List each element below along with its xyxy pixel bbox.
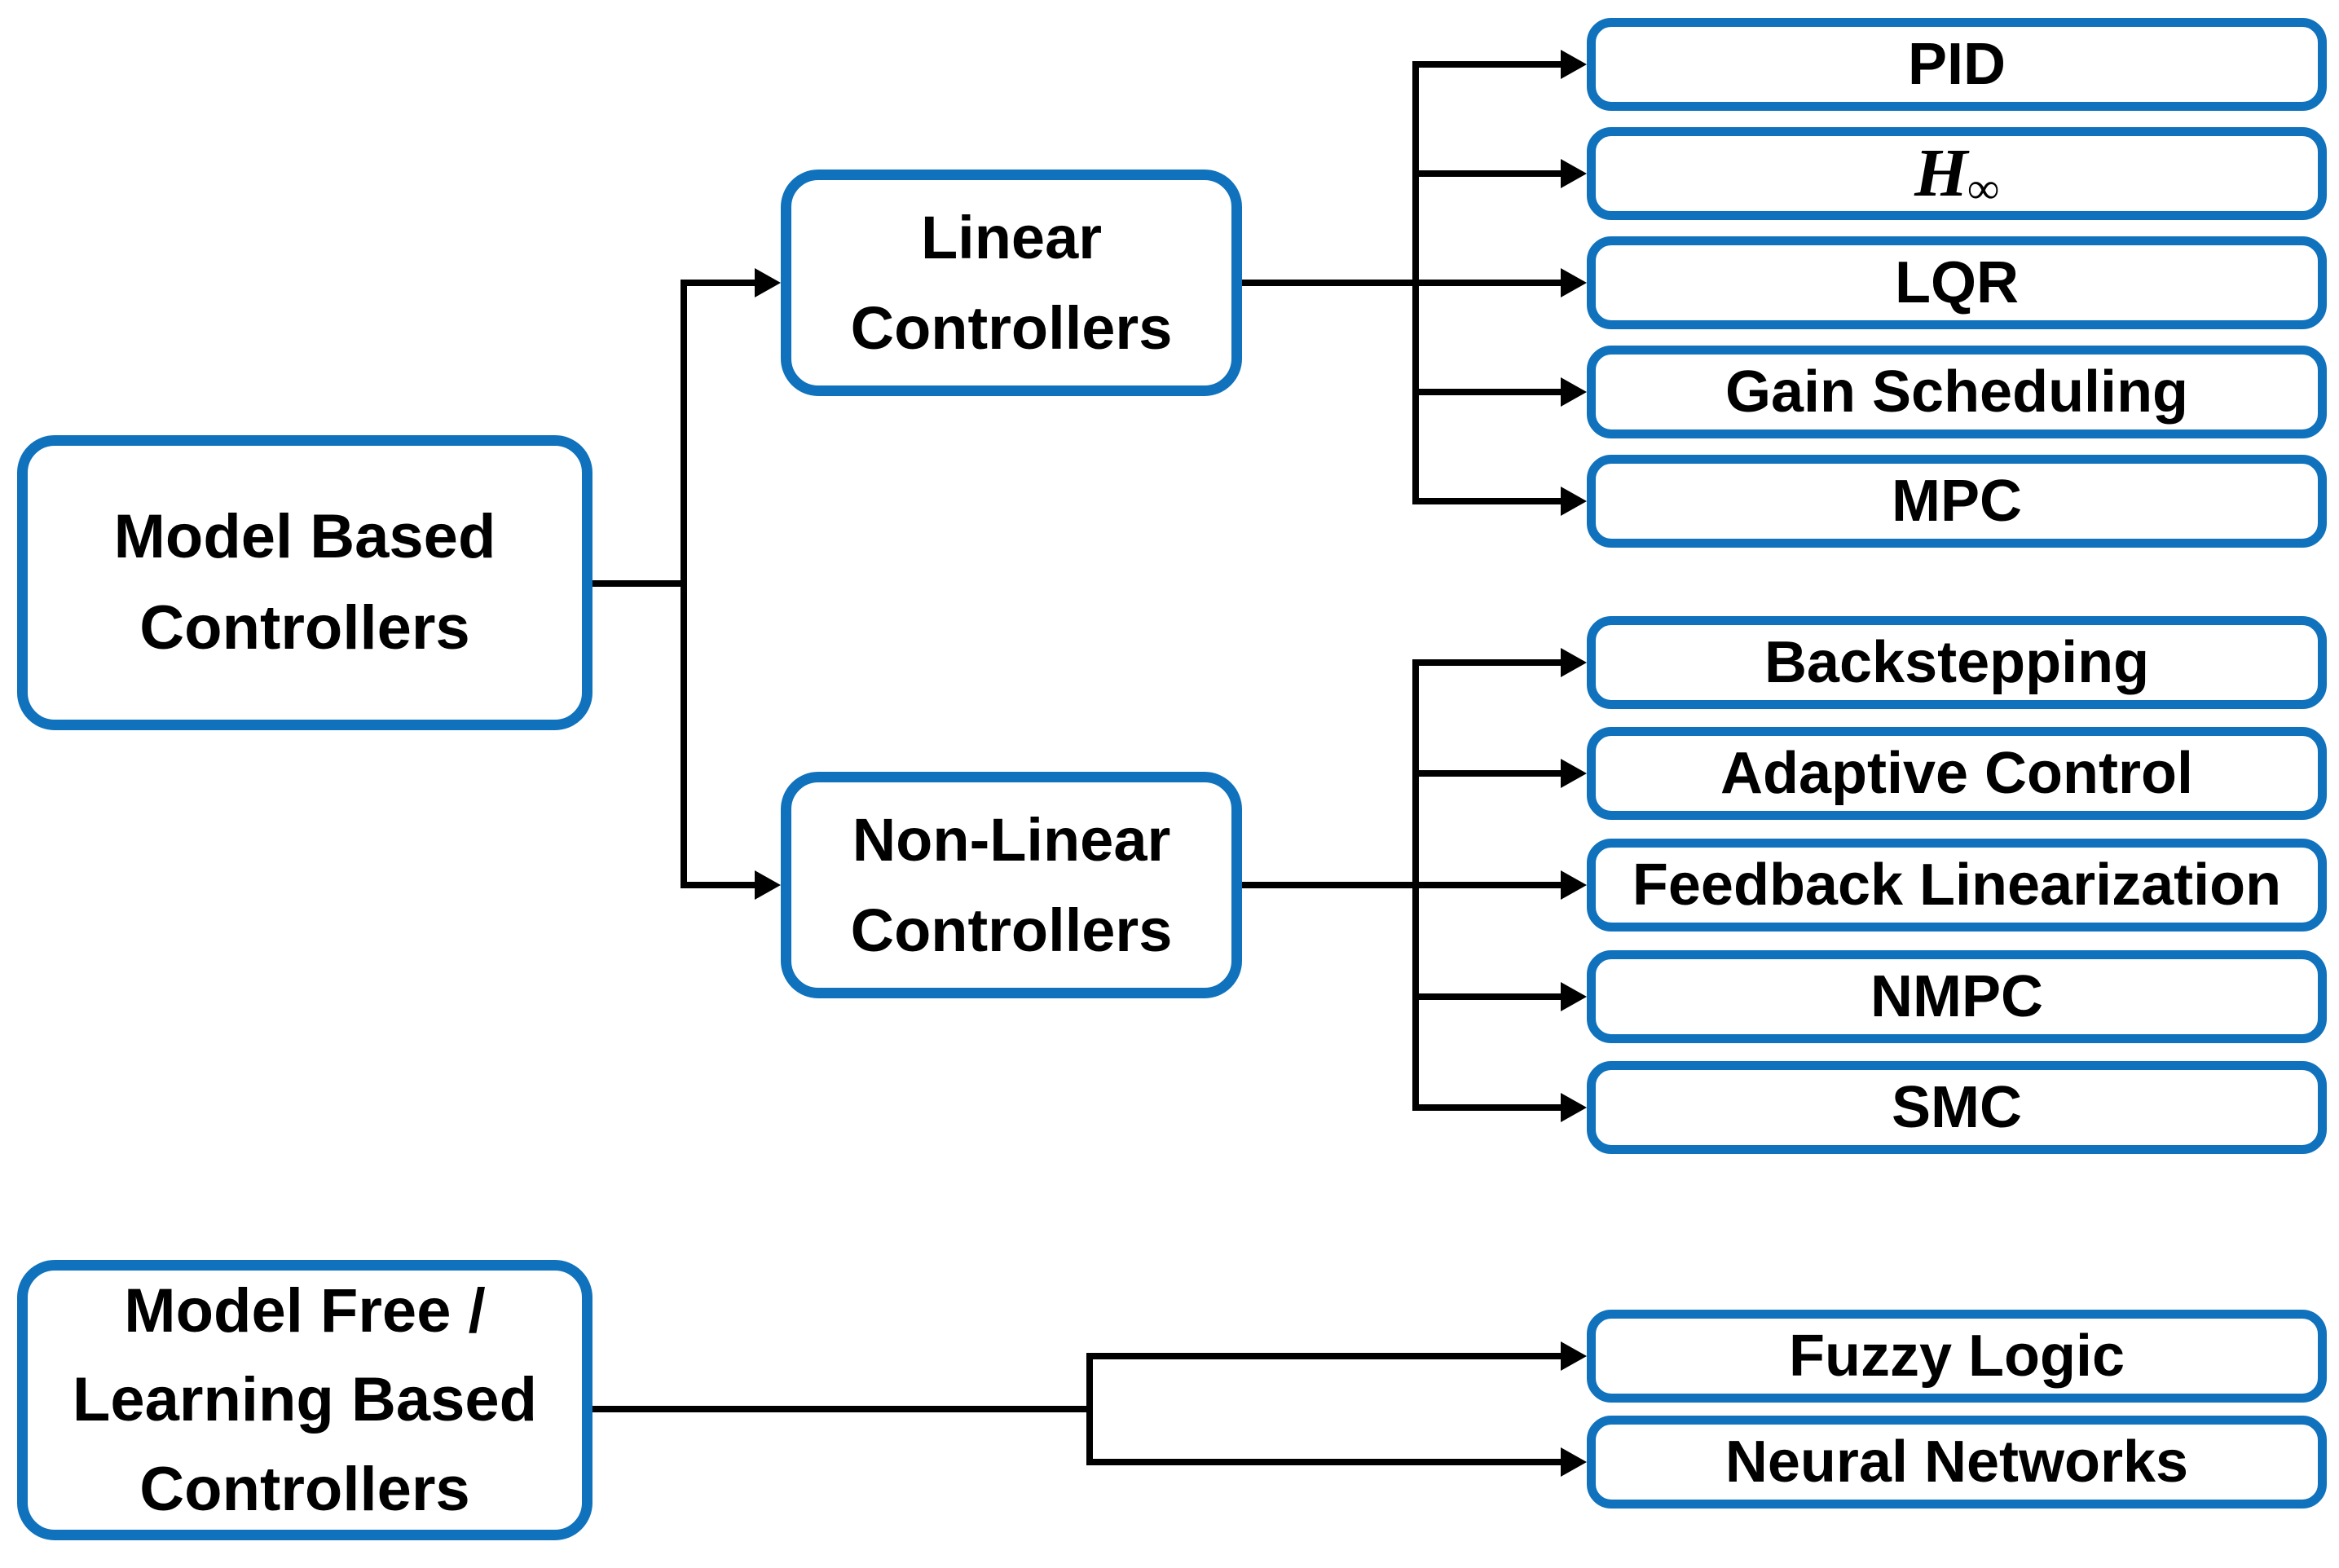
node-label: Fuzzy Logic <box>1789 1324 2125 1389</box>
node-adaptive-control: Adaptive Control <box>1587 727 2327 820</box>
arrowhead-into-lqr-icon <box>1561 268 1587 297</box>
arrowhead-into-fuzzy-logic-icon <box>1561 1341 1587 1371</box>
connector-to-nmpc <box>1416 993 1561 1000</box>
arrowhead-into-adaptive-control-icon <box>1561 759 1587 788</box>
arrowhead-into-pid-icon <box>1561 50 1587 79</box>
node-label: PID <box>1907 32 2006 97</box>
connector-model-free-trunk <box>1086 1353 1093 1465</box>
node-label-line: Controllers <box>850 896 1173 964</box>
node-label: LQR <box>1895 250 2019 315</box>
node-label: NMPC <box>1870 964 2043 1029</box>
connector-to-fuzzy-logic <box>1090 1353 1561 1359</box>
connector-model-free-out <box>592 1406 1090 1412</box>
arrowhead-into-h-infinity-icon <box>1561 159 1587 188</box>
node-fuzzy-logic: Fuzzy Logic <box>1587 1310 2327 1403</box>
node-label-subscript: ∞ <box>1967 164 1999 213</box>
node-nmpc: NMPC <box>1587 950 2327 1043</box>
node-mpc: MPC <box>1587 455 2327 548</box>
node-h-infinity: H ∞ <box>1587 127 2327 220</box>
node-label: Neural Networks <box>1725 1429 2189 1495</box>
arrowhead-into-mpc-icon <box>1561 487 1587 516</box>
connector-to-mpc <box>1416 498 1561 504</box>
node-neural-networks: Neural Networks <box>1587 1416 2327 1509</box>
node-smc: SMC <box>1587 1061 2327 1154</box>
node-label-line: Controllers <box>139 593 470 663</box>
node-label: SMC <box>1892 1075 2022 1140</box>
node-label: Backstepping <box>1764 630 2150 695</box>
connector-to-pid <box>1416 61 1561 68</box>
connector-nonlinear-out <box>1242 882 1419 888</box>
connector-to-h-infinity <box>1416 170 1561 177</box>
connector-model-based-trunk <box>681 280 687 888</box>
connector-to-backstepping <box>1416 659 1561 666</box>
connector-to-neural-networks <box>1090 1459 1561 1465</box>
node-label: Adaptive Control <box>1720 741 2193 806</box>
node-label-line: Learning Based <box>72 1365 538 1435</box>
node-lqr: LQR <box>1587 236 2327 329</box>
node-label: MPC <box>1892 469 2022 534</box>
connector-to-smc <box>1416 1104 1561 1111</box>
node-feedback-linearization: Feedback Linearization <box>1587 839 2327 932</box>
arrowhead-into-smc-icon <box>1561 1093 1587 1122</box>
connector-to-adaptive-control <box>1416 770 1561 777</box>
node-label: Feedback Linearization <box>1632 852 2282 918</box>
arrowhead-into-backstepping-icon <box>1561 648 1587 677</box>
node-label-line: Controllers <box>850 294 1173 362</box>
node-nonlinear-controllers: Non-Linear Controllers <box>781 772 1242 998</box>
connector-to-gain-scheduling <box>1416 389 1561 395</box>
node-label-line: Non-Linear <box>852 806 1171 874</box>
arrowhead-into-neural-networks-icon <box>1561 1447 1587 1477</box>
node-label-line: Linear <box>920 204 1103 271</box>
arrowhead-into-linear-controllers-icon <box>755 268 781 297</box>
arrowhead-into-gain-scheduling-icon <box>1561 377 1587 407</box>
arrowhead-into-feedback-linearization-icon <box>1561 870 1587 900</box>
node-pid: PID <box>1587 18 2327 111</box>
node-label-line: Controllers <box>139 1454 470 1524</box>
arrowhead-into-nmpc-icon <box>1561 982 1587 1011</box>
node-linear-controllers: Linear Controllers <box>781 170 1242 396</box>
node-gain-scheduling: Gain Scheduling <box>1587 346 2327 438</box>
connector-to-linear-controllers <box>684 280 755 286</box>
connector-to-lqr <box>1416 280 1561 286</box>
node-backstepping: Backstepping <box>1587 616 2327 709</box>
node-label: Gain Scheduling <box>1725 359 2189 425</box>
node-model-based-controllers: Model Based Controllers <box>17 435 592 730</box>
node-label-line: Model Free / <box>124 1275 486 1346</box>
node-model-free-learning-based-controllers: Model Free / Learning Based Controllers <box>17 1260 592 1540</box>
connector-linear-out <box>1242 280 1419 286</box>
connector-to-nonlinear-controllers <box>684 882 755 888</box>
node-label-line: Model Based <box>113 501 496 571</box>
connector-to-feedback-linearization <box>1416 882 1561 888</box>
node-label: H <box>1914 135 1968 211</box>
connector-model-based-out <box>592 580 687 587</box>
arrowhead-into-nonlinear-controllers-icon <box>755 870 781 900</box>
